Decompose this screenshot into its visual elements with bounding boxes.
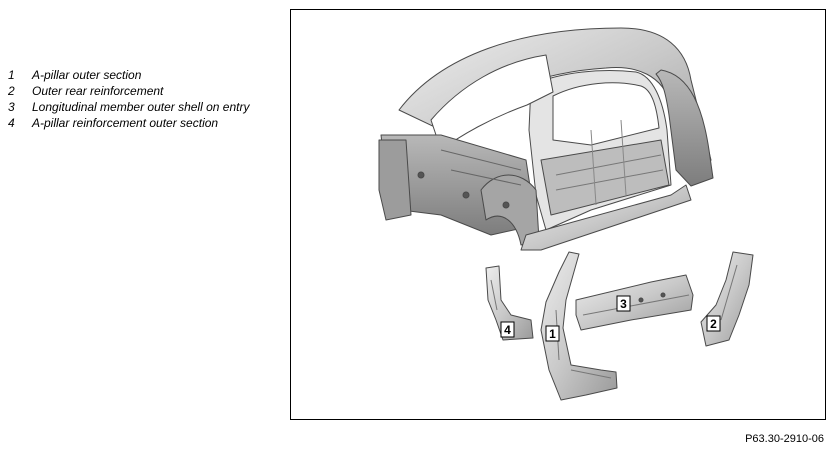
legend-label: A-pillar outer section <box>32 68 142 82</box>
rear-quarter-panel <box>655 69 714 187</box>
legend: 1 A-pillar outer section 2 Outer rear re… <box>8 67 278 131</box>
floor-panel <box>540 139 670 216</box>
callout-label: 4 <box>504 323 511 337</box>
legend-item: 3 Longitudinal member outer shell on ent… <box>8 99 278 115</box>
legend-number: 3 <box>8 100 15 114</box>
callout-1: 1 <box>545 325 560 342</box>
side-sill <box>520 184 692 251</box>
door-opening <box>552 82 660 146</box>
part-rear-reinforcement <box>700 251 754 347</box>
callout-label: 2 <box>710 317 717 331</box>
callout-4: 4 <box>500 321 515 338</box>
callout-label: 1 <box>549 327 556 341</box>
legend-label: A-pillar reinforcement outer section <box>32 116 219 130</box>
front-end-structure <box>378 139 412 221</box>
part-longitudinal-member <box>575 274 694 331</box>
part-a-pillar-outer <box>540 251 618 401</box>
figure-frame: 1 2 3 4 <box>290 9 826 420</box>
legend-number: 1 <box>8 68 15 82</box>
body-shell-illustration: 1 2 3 4 <box>378 27 754 401</box>
legend-item: 4 A-pillar reinforcement outer section <box>8 115 278 131</box>
body-shell <box>378 27 714 251</box>
legend-item: 2 Outer rear reinforcement <box>8 83 278 99</box>
legend-number: 2 <box>8 84 15 98</box>
legend-label: Outer rear reinforcement <box>32 84 164 98</box>
legend-number: 4 <box>8 116 15 130</box>
part-a-pillar-reinforcement <box>485 265 534 341</box>
callout-2: 2 <box>706 315 721 332</box>
callout-3: 3 <box>616 295 631 312</box>
figure-code: P63.30-2910-06 <box>745 433 824 445</box>
legend-label: Longitudinal member outer shell on entry <box>32 100 250 114</box>
legend-item: 1 A-pillar outer section <box>8 67 278 83</box>
callout-label: 3 <box>620 297 627 311</box>
windshield-opening <box>430 54 554 151</box>
